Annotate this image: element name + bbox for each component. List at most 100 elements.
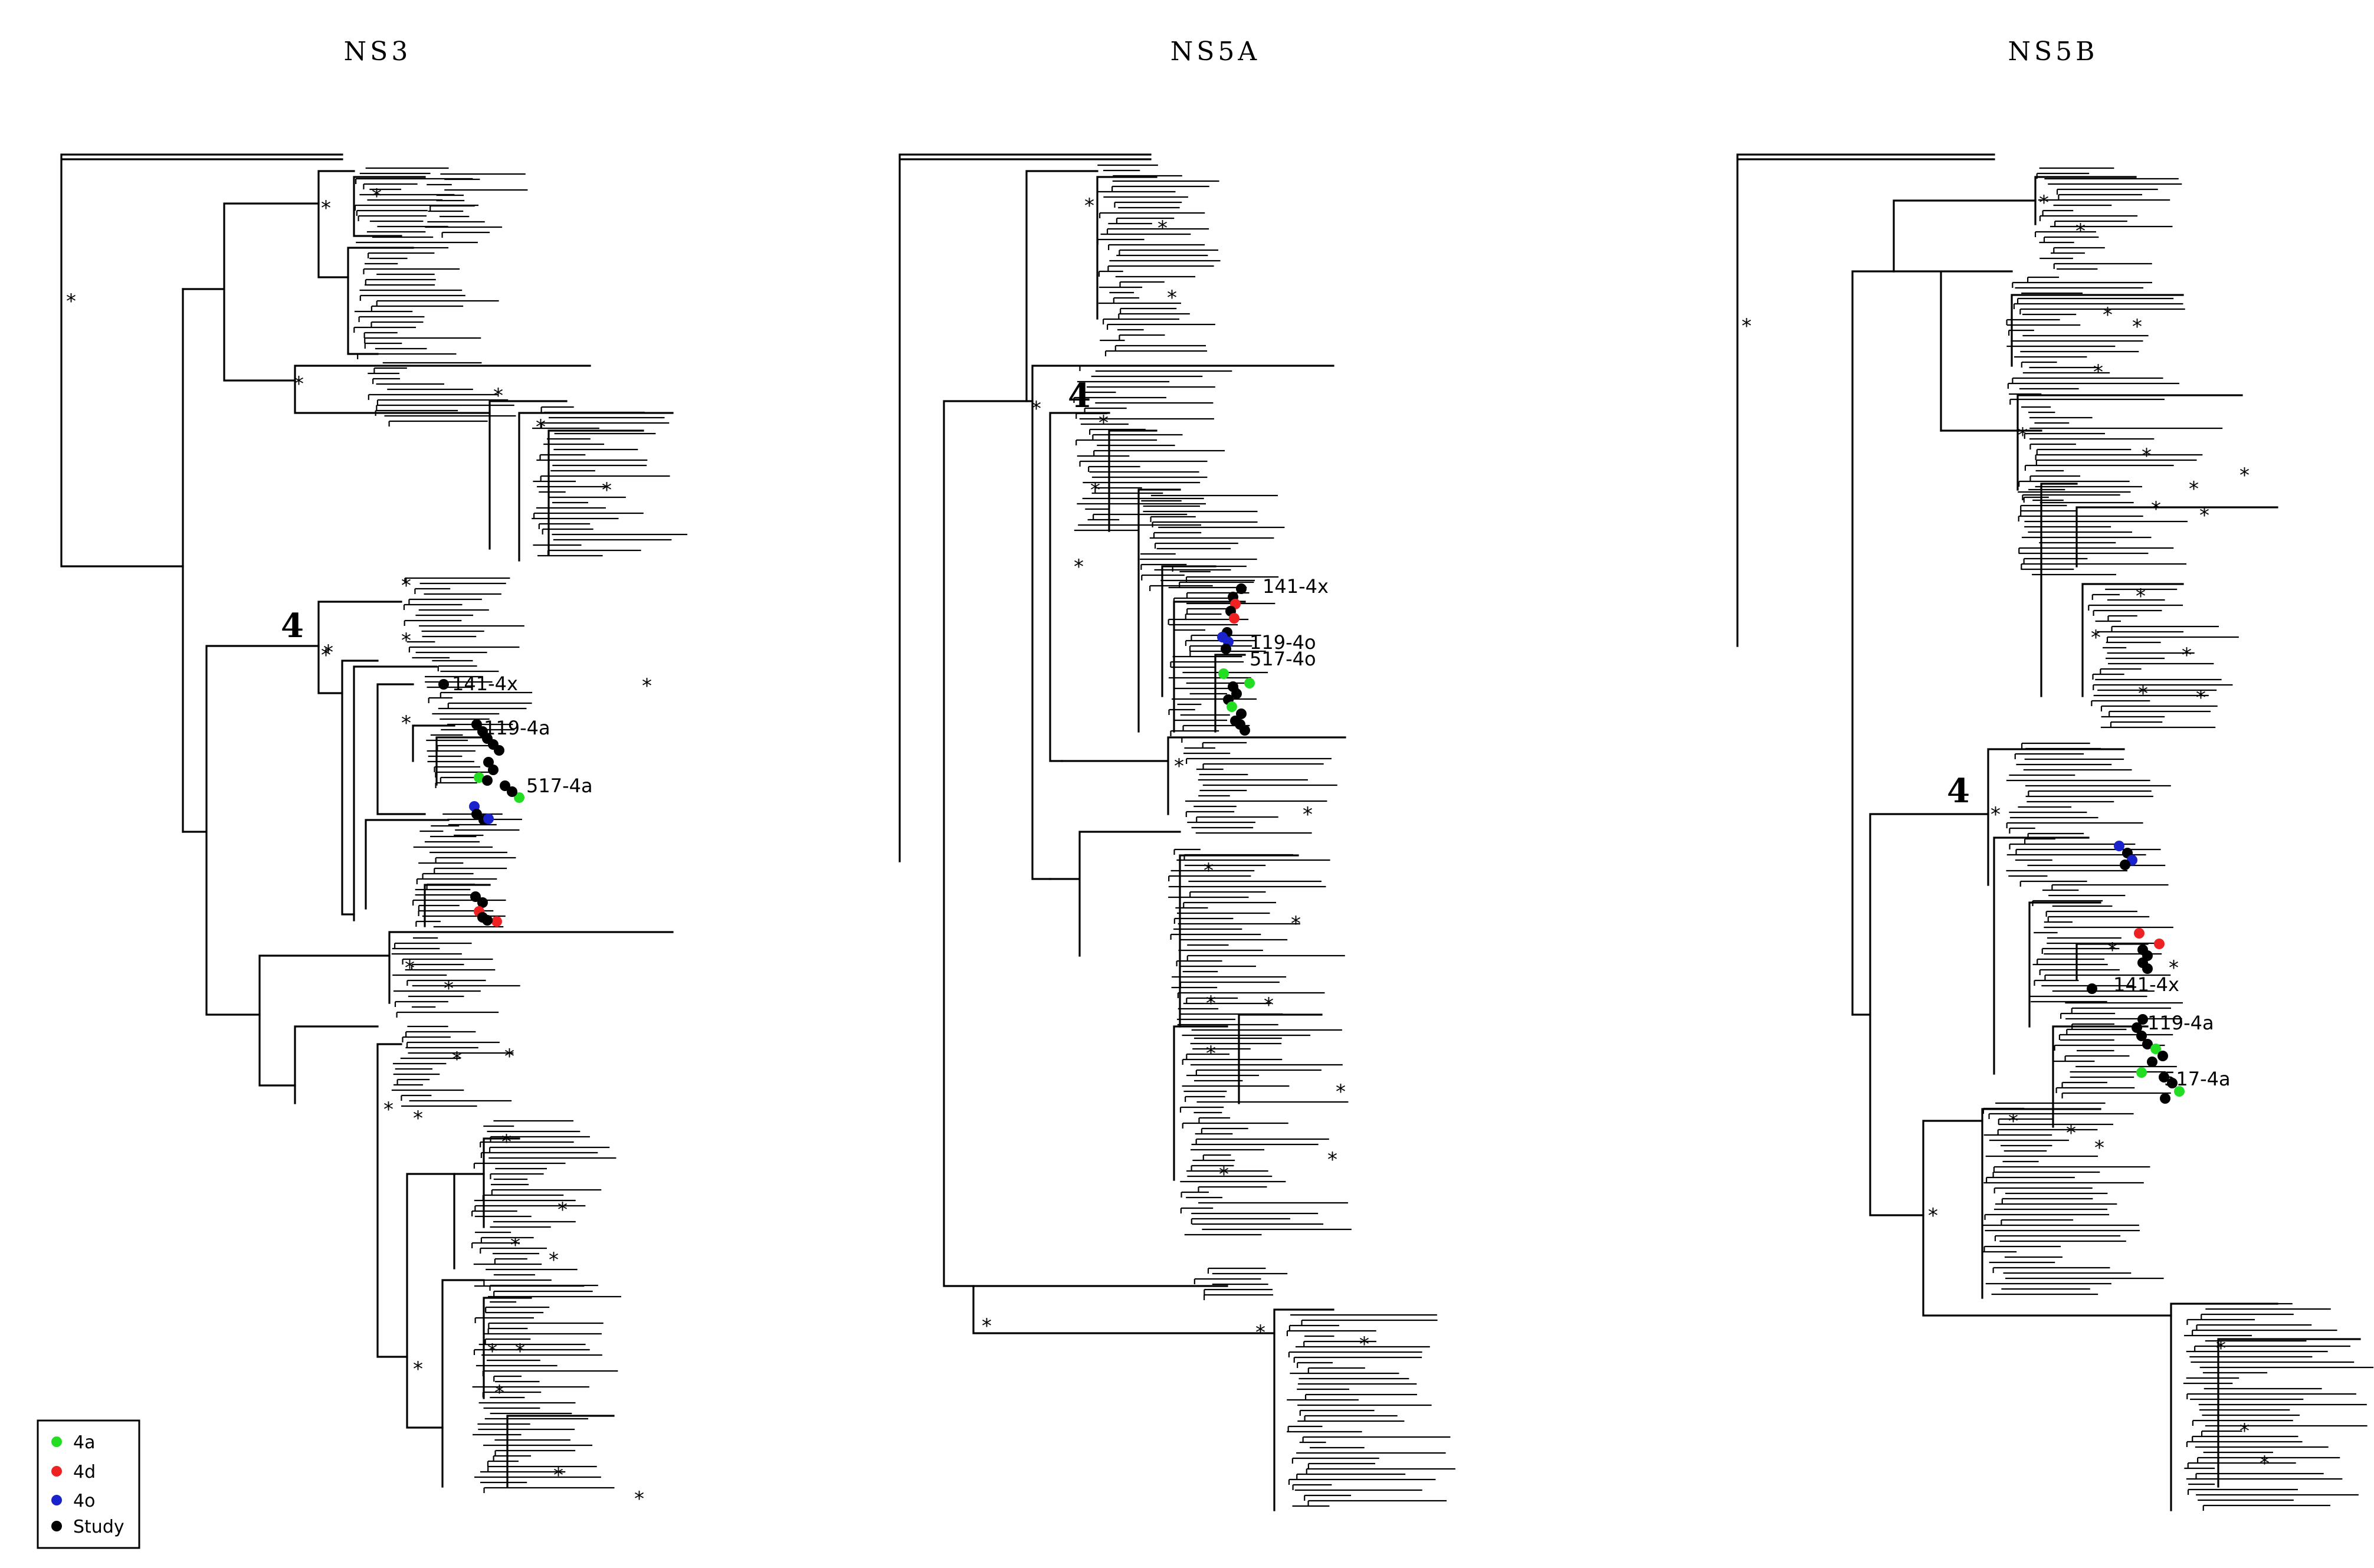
tip-marker-study bbox=[1235, 719, 1245, 730]
panel-title-ns3: NS3 bbox=[344, 37, 412, 67]
tip-marker-study bbox=[2136, 1031, 2147, 1041]
support-asterisk: * bbox=[493, 384, 503, 408]
tip-marker-study bbox=[2157, 1051, 2168, 1061]
tip-marker-study bbox=[2159, 1072, 2169, 1082]
support-asterisk: * bbox=[634, 1487, 644, 1511]
tip-marker-study bbox=[2167, 1078, 2178, 1088]
panel-title-ns5a: NS5A bbox=[1170, 37, 1260, 67]
sample-label-ns5a-517: 517-4o bbox=[1250, 648, 1316, 670]
legend-label-study: Study bbox=[73, 1517, 124, 1537]
support-asterisk: * bbox=[501, 1130, 511, 1154]
tip-marker-study bbox=[2142, 963, 2153, 974]
support-asterisk: * bbox=[1742, 314, 1752, 338]
support-asterisk: * bbox=[982, 1314, 992, 1338]
tip-marker-study bbox=[488, 765, 499, 775]
panel-title-ns5b: NS5B bbox=[2008, 37, 2098, 67]
support-asterisk: * bbox=[294, 372, 304, 396]
support-asterisk: * bbox=[2138, 682, 2148, 706]
support-asterisk: * bbox=[2008, 1110, 2018, 1133]
support-asterisk: * bbox=[2151, 497, 2161, 521]
support-asterisk: * bbox=[494, 1381, 504, 1405]
legend-swatch-4a bbox=[51, 1436, 62, 1447]
support-asterisk: * bbox=[323, 641, 333, 664]
support-asterisk: * bbox=[1359, 1333, 1369, 1356]
support-asterisk: * bbox=[558, 1198, 568, 1222]
legend-swatch-4d bbox=[51, 1466, 62, 1477]
support-asterisk: * bbox=[1928, 1204, 1938, 1228]
support-asterisk: * bbox=[2216, 1337, 2226, 1360]
support-asterisk: * bbox=[405, 956, 415, 980]
legend: 4a 4d 4o Study bbox=[37, 1419, 140, 1549]
tip-marker-4a bbox=[1227, 701, 1237, 712]
support-asterisk: * bbox=[602, 478, 612, 502]
support-asterisk: * bbox=[2091, 626, 2101, 649]
tip-marker-study bbox=[507, 786, 517, 797]
tip-marker-4a bbox=[474, 772, 484, 783]
tip-marker-4a bbox=[2174, 1086, 2185, 1097]
support-asterisk: * bbox=[1206, 1042, 1216, 1065]
tip-marker-study bbox=[2147, 1057, 2157, 1067]
support-asterisk: * bbox=[2018, 424, 2028, 447]
support-asterisk: * bbox=[1291, 912, 1301, 936]
legend-label-4d: 4d bbox=[73, 1462, 96, 1482]
tip-marker-4a bbox=[1218, 668, 1229, 679]
sample-label-ns3-141: 141-4x bbox=[452, 673, 518, 695]
support-asterisk: * bbox=[413, 1107, 423, 1130]
support-asterisk: * bbox=[2075, 219, 2086, 243]
support-asterisk: * bbox=[1158, 216, 1168, 240]
tip-marker-study bbox=[2142, 1039, 2153, 1049]
support-asterisk: * bbox=[1174, 755, 1184, 778]
support-asterisk: * bbox=[401, 711, 411, 735]
support-asterisk: * bbox=[2103, 303, 2113, 327]
support-asterisk: * bbox=[2199, 504, 2209, 527]
legend-label-4o: 4o bbox=[73, 1491, 95, 1511]
tip-marker-study bbox=[500, 780, 510, 791]
support-asterisk: * bbox=[1074, 555, 1084, 579]
support-asterisk: * bbox=[1991, 803, 2001, 826]
support-asterisk: * bbox=[2239, 464, 2250, 487]
clade-label-ns3: 4 bbox=[281, 606, 304, 645]
support-asterisk: * bbox=[549, 1248, 559, 1272]
tip-marker-4a bbox=[1244, 678, 1255, 688]
tip-marker-4o bbox=[483, 813, 494, 824]
support-asterisk: * bbox=[372, 185, 382, 208]
support-asterisk: * bbox=[1090, 478, 1100, 502]
support-asterisk: * bbox=[2142, 444, 2152, 468]
tip-marker-study bbox=[2120, 860, 2130, 870]
support-asterisk: * bbox=[321, 644, 331, 667]
tip-marker-4a bbox=[514, 792, 524, 803]
tip-marker-study bbox=[494, 745, 504, 756]
tip-marker-4d bbox=[491, 916, 502, 927]
support-asterisk: * bbox=[536, 415, 546, 439]
support-asterisk: * bbox=[510, 1234, 520, 1257]
support-asterisk: * bbox=[642, 674, 652, 698]
tip-marker-study bbox=[2160, 1093, 2170, 1104]
support-asterisk: * bbox=[2093, 360, 2103, 384]
tip-marker-study bbox=[1231, 688, 1242, 699]
support-asterisk: * bbox=[2107, 939, 2117, 962]
tip-marker-4d bbox=[2134, 928, 2145, 939]
sample-label-ns5a-141: 141-4x bbox=[1263, 575, 1329, 598]
support-asterisk: * bbox=[1204, 859, 1214, 883]
support-asterisk: * bbox=[1206, 992, 1216, 1015]
support-asterisk: * bbox=[504, 1045, 514, 1068]
support-asterisk: * bbox=[444, 977, 454, 1000]
tip-marker-study bbox=[1221, 644, 1231, 654]
support-asterisk: * bbox=[2039, 191, 2049, 215]
sample-label-ns3-517: 517-4a bbox=[526, 775, 593, 797]
support-asterisk: * bbox=[487, 1340, 497, 1363]
tip-marker-study bbox=[482, 915, 493, 926]
support-asterisk: * bbox=[321, 196, 331, 220]
support-asterisk: * bbox=[413, 1357, 423, 1381]
tip-marker-4a bbox=[2150, 1044, 2161, 1054]
tip-marker-study bbox=[477, 897, 488, 908]
sample-label-ns5b-141: 141-4x bbox=[2113, 973, 2179, 996]
tree-ns3 bbox=[60, 153, 688, 1493]
clade-label-ns5b: 4 bbox=[1947, 772, 1970, 811]
clade-label-ns5a: 4 bbox=[1068, 376, 1091, 415]
support-asterisk: * bbox=[401, 629, 411, 652]
tip-marker-study bbox=[1236, 583, 1247, 594]
support-asterisk: * bbox=[1255, 1321, 1265, 1344]
support-asterisk: * bbox=[1327, 1148, 1337, 1172]
